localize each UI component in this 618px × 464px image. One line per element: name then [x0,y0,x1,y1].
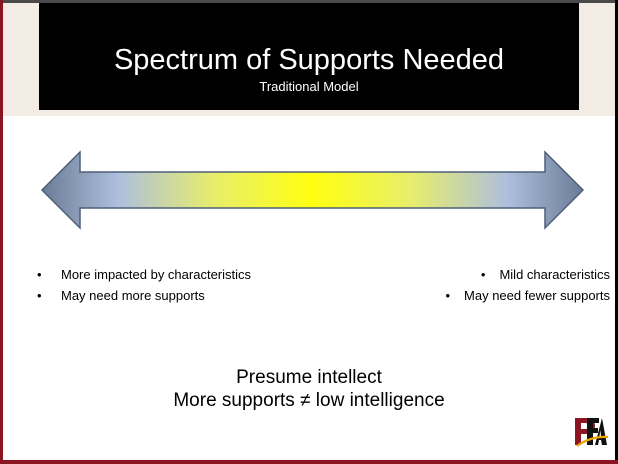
bullet-icon: • [37,288,42,303]
left-bullet-list: • More impacted by characteristics • May n… [35,266,275,308]
bullet-text: May need more supports [61,288,205,303]
bottom-accent-bar [0,460,618,464]
conclusion-line: Presume intellect [236,367,382,388]
list-item: • Mild characteristics [355,266,610,284]
pfa-logo-icon [575,418,609,447]
bullet-text: Mild characteristics [499,267,610,282]
list-item: • May need more supports [35,287,275,305]
spectrum-arrow [40,150,585,230]
bullet-text: More impacted by characteristics [61,267,252,282]
bullet-icon: • [480,267,486,282]
conclusion-line: More supports ≠ low intelligence [173,390,445,411]
top-border [0,0,618,3]
right-bullet-list: • Mild characteristics • May need fewer su… [355,266,610,308]
bullet-text: May need fewer supports [464,288,610,303]
bullet-icon: • [445,288,451,303]
list-item: • May need fewer supports [355,287,610,305]
slide-title: Spectrum of Supports Needed [113,44,505,76]
list-item: • More impacted by characteristics [35,266,275,284]
slide-subtitle: Traditional Model [259,79,359,94]
bullet-icon: • [37,267,42,282]
right-border [615,0,618,464]
conclusion-text: Presume intellect More supports ≠ low in… [0,366,618,412]
title-box: Spectrum of Supports Needed Traditional … [39,3,579,110]
left-border [0,0,3,464]
